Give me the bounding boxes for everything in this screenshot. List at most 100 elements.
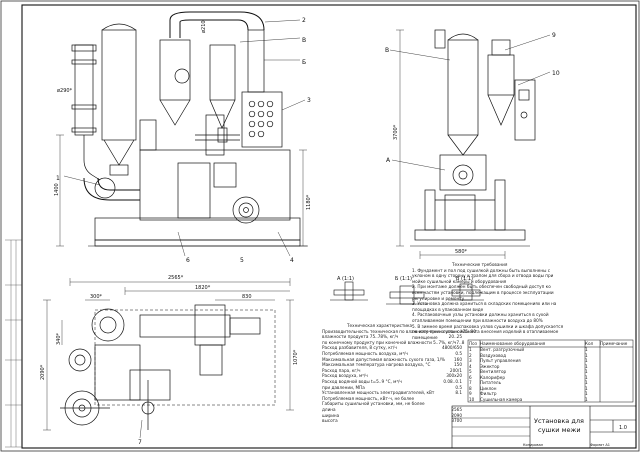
tech-spec-label: Габариты сушильной установки, мм, не бол… [322,401,425,407]
dim-h1070: 1070* [293,349,299,365]
tech-spec-value: 20..25 [448,334,462,340]
dim-h1180: 1180* [306,194,312,210]
tech-spec-row: Максимальная температура нагрева воздуха… [322,362,462,368]
front-view [56,11,308,257]
tech-req-heading: Технические требования [452,262,508,267]
table-cell: 1 [585,363,588,369]
tech-req-line: всем частям установки, подлежащим в проц… [412,289,554,295]
tech-spec-label: влажности продукта 75..78%, кг/ч [322,334,399,340]
filter [159,39,191,101]
callout-a: A [386,157,391,164]
table-cell: Фильтр [480,391,497,396]
tech-spec-value: 75..80 [462,328,476,334]
tech-req-line: 5. В зимнее время распаковка узлов сушил… [412,323,564,329]
table-cell: Питатель [480,380,502,385]
tech-req-line: по истечении суток с момента внесения из… [412,329,559,335]
callout-b-front: Б [302,59,306,66]
tech-spec-value: 150 [454,362,462,368]
tech-spec-label: Расход пара, кг/ч [322,367,361,373]
tech-spec-row: Расход разбавителя, 8 сутку, кг/ч 4800/65… [322,345,462,351]
table-cell [600,397,633,403]
parts-table-grid [467,339,634,403]
tech-spec-row: по конечному продукту при конечной влажн… [322,340,464,346]
tech-spec-label: Расход разбавителя, 8 сутку, кг/ч [322,345,397,351]
tech-req-line: регулировке и ремонту [412,295,465,301]
tech-spec-label: Потребляемая мощность, кВт·ч, не более [322,395,415,401]
callout-3: 3 [307,97,311,104]
tech-requirements: Технические требования 1. Фундамент и по… [412,262,563,340]
tech-req-line: 3. Установка должна храниться в складски… [412,301,557,307]
tech-spec-label: Установленная мощность электродвигателей… [322,390,435,396]
tech-req-line: мойке сушильной камеры и оборудования [412,278,507,284]
table-cell: Сушильная камера [480,396,523,402]
tech-spec-label: Производительность техническая по влажно… [322,328,463,334]
callout-4: 4 [290,257,294,264]
plan-view [43,278,294,439]
dim-h1400: 1400 [54,183,60,196]
tech-req-line: уклоном в одну сторону и трапом для сбор… [412,273,554,279]
tech-spec-label: Максимальная температура нагрева воздуха… [322,362,431,368]
tech-spec-value: 8.1 [455,390,462,396]
tech-spec-value: 2090 [451,412,462,418]
tech-spec-value: 2565 [451,406,462,412]
cyclone [209,44,236,101]
tech-req-line: площадках в упакованном виде [412,306,484,312]
table-cell: 1 [585,374,588,380]
tech-spec-value: 4800/650 [441,345,462,351]
tech-req-line: 1. Фундамент и пол под сушилкой должны б… [412,267,551,273]
plan-chamber [91,308,125,342]
table-cell: 3 [469,358,472,363]
tech-spec-label: Потребляемая мощность воздуха, м³/ч [322,350,408,356]
callout-1: 1 [56,175,60,182]
copied-label: Копировал [523,443,543,447]
left-margin-strip [5,239,22,448]
tech-spec-row: Габариты сушильной установки, мм, не бол… [322,401,462,407]
tech-spec-value: 300x20 [446,373,462,379]
fan-housing [232,196,260,224]
table-cell: Вент. разгрузочный [480,347,525,352]
section-b-label: Б (1:1) [395,276,412,282]
tech-spec-value: 3700 [451,418,462,424]
dim-h2090: 2090* [40,364,46,380]
dim-w300: 300* [90,294,103,300]
tech-specs: Техническая характеристика Производитель… [322,323,476,424]
callout-v-side: В [385,47,389,54]
tech-req-line: 2. При монтаже должен быть обеспечен сво… [412,284,551,290]
tech-spec-label: длина [322,406,336,412]
table-cell: 5 [469,369,472,374]
dim-d290: ø290* [57,88,73,94]
callout-7: 7 [138,439,142,446]
table-cell: 1 [585,369,588,374]
control-panel [241,91,283,148]
table-cell: 1 [585,385,588,391]
callout-6: 6 [186,257,190,264]
table-cell: 6 [469,374,472,380]
format-label: Формат А1 [590,443,610,447]
title-line-1: Установка для [534,417,584,425]
table-cell: 1 [585,352,588,358]
title-block [451,405,637,449]
dim-w830: 830 [242,294,252,300]
tech-spec-row: длина 2565 [322,407,462,413]
drying-chamber [101,29,137,141]
dim-d210: ø210 [201,20,207,33]
tech-spec-label: при давлении, МПа [322,384,365,390]
tech-req-lines: 1. Фундамент и пол под сушилкой должны б… [412,268,563,341]
tech-spec-label: высота [322,418,338,424]
tech-spec-value: 0.08..0.1 [443,378,462,384]
tech-spec-value: 160 [454,356,462,362]
tech-spec-lines: Производительность техническая по влажно… [322,328,476,424]
section-a-label: А (1:1) [337,276,354,282]
callout-9: 9 [552,32,556,39]
table-cell: 4 [469,363,472,369]
table-cell: 7 [469,380,472,385]
